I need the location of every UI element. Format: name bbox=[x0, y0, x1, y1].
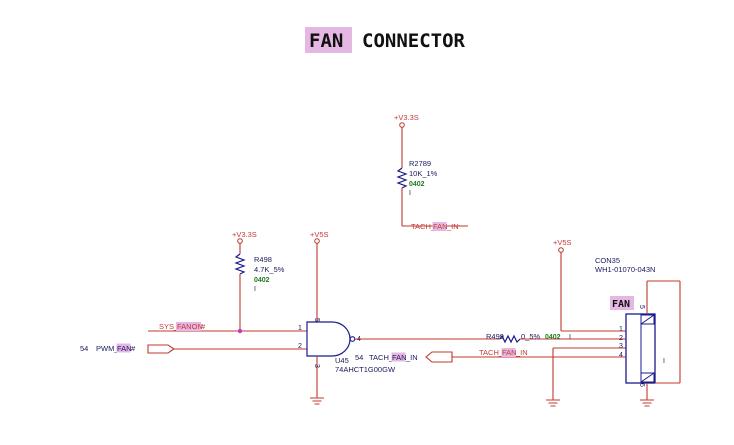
inverting-bubble bbox=[349, 336, 356, 342]
net-tach-top-a: TACH_ bbox=[411, 222, 436, 231]
r2789-package: 0402 bbox=[409, 181, 425, 188]
r498-package: 0402 bbox=[254, 277, 270, 284]
net-highlight bbox=[116, 343, 131, 353]
resistor-symbol bbox=[234, 253, 246, 275]
con35-pin4: 4 bbox=[619, 352, 623, 359]
r499-value: 0_5% bbox=[521, 332, 541, 341]
con35-label-highlight bbox=[610, 296, 634, 310]
con-ground-net bbox=[546, 347, 626, 407]
u45-pin3: 3 bbox=[313, 364, 320, 368]
tach-page-ref: 54 bbox=[355, 353, 363, 362]
power-terminal bbox=[314, 238, 320, 244]
net-pwm-c: # bbox=[131, 344, 136, 353]
con35-pin5: 5 bbox=[638, 305, 645, 309]
con35-pin6: 6 bbox=[638, 383, 645, 387]
u45-pin5: 5 bbox=[313, 318, 320, 322]
u45-ref: U45 bbox=[335, 356, 349, 365]
net-tach-mid-c: _IN bbox=[405, 353, 418, 362]
power-rail-label: +V3.3S bbox=[394, 113, 419, 122]
con35-pin1: 1 bbox=[619, 326, 623, 333]
net-tach-top-c: _IN bbox=[446, 222, 459, 231]
net-highlight bbox=[432, 222, 447, 231]
r498-value: 4.7K_5% bbox=[254, 265, 285, 274]
tach-fan-in-net: 54 TACH_ FAN _IN TACH_ FAN _IN bbox=[355, 348, 626, 363]
net-tach-mid-b: FAN bbox=[392, 353, 407, 362]
junction-dot bbox=[237, 328, 243, 334]
r499-group: R499 0_5% 0402 I bbox=[355, 332, 626, 344]
con35-ref: CON35 bbox=[595, 256, 620, 265]
con35-part: WH1-01070-043N bbox=[595, 265, 655, 274]
output-port-flag bbox=[425, 351, 453, 363]
net-tach-right-b: FAN bbox=[502, 348, 517, 357]
title-connector: CONNECTOR bbox=[362, 30, 466, 52]
nand-body bbox=[306, 321, 351, 357]
net-sys-c: # bbox=[201, 322, 206, 331]
title-fan: FAN bbox=[309, 30, 343, 52]
con-power-net: +V5S bbox=[553, 238, 626, 332]
net-highlight bbox=[176, 322, 201, 331]
power-terminal bbox=[237, 238, 243, 244]
net-highlight bbox=[501, 348, 516, 357]
r499-flag: I bbox=[569, 334, 571, 341]
r499-ref: R499 bbox=[486, 332, 504, 341]
net-tach-right-a: TACH_ bbox=[479, 348, 504, 357]
resistor-symbol bbox=[499, 334, 521, 344]
power-rail-label: +V5S bbox=[553, 238, 572, 247]
input-port-flag bbox=[147, 344, 175, 354]
net-tach-top-b: FAN bbox=[433, 222, 448, 231]
r498-group: +V3.3S R498 4.7K_5% 0402 I bbox=[232, 230, 285, 331]
latch-hatch bbox=[640, 314, 655, 325]
u45-nand-gate: +V5S 1 2 4 5 3 U45 74AHCT1G00GW bbox=[298, 230, 396, 405]
u45-pin2: 2 bbox=[298, 343, 302, 350]
power-terminal bbox=[558, 247, 564, 253]
net-pwm-b: FAN bbox=[117, 344, 132, 353]
ground-symbol bbox=[546, 399, 560, 407]
connector-body bbox=[625, 313, 656, 384]
net-tach-mid-a: TACH_ bbox=[369, 353, 394, 362]
con35-pin2: 2 bbox=[619, 335, 623, 342]
net-tach-right-c: _IN bbox=[515, 348, 528, 357]
schematic-title: FAN CONNECTOR bbox=[305, 27, 466, 53]
power-rail-label: +V5S bbox=[310, 230, 329, 239]
power-terminal bbox=[399, 122, 405, 128]
u45-pin1: 1 bbox=[298, 325, 302, 332]
ground-symbol bbox=[640, 399, 654, 407]
pwm-fan-net: 54 PWM_ FAN # bbox=[80, 343, 307, 354]
ground-symbol bbox=[310, 397, 324, 405]
r498-flag: I bbox=[254, 286, 256, 293]
r2789-value: 10K_1% bbox=[409, 169, 438, 178]
title-highlight bbox=[305, 27, 352, 53]
latch-hatch bbox=[640, 372, 655, 383]
pwm-page-ref: 54 bbox=[80, 344, 88, 353]
net-highlight bbox=[391, 352, 406, 362]
r2789-ref: R2789 bbox=[409, 159, 431, 168]
r2789-flag: I bbox=[409, 190, 411, 197]
con35-label: FAN bbox=[612, 299, 630, 310]
r498-ref: R498 bbox=[254, 255, 272, 264]
r2789-group: +V3.3S R2789 10K_1% 0402 I TACH_ FAN _IN bbox=[394, 113, 468, 231]
sys-fanon-net: SYS_ FANON # bbox=[148, 322, 307, 334]
power-rail-label: +V3.3S bbox=[232, 230, 257, 239]
con35-pin3: 3 bbox=[619, 343, 623, 350]
con35-connector: CON35 WH1-01070-043N FAN 1 2 3 4 5 6 I bbox=[595, 256, 681, 407]
r499-package: 0402 bbox=[545, 334, 561, 341]
net-pwm-a: PWM_ bbox=[96, 344, 119, 353]
net-sys-b: FANON bbox=[177, 322, 203, 331]
resistor-symbol bbox=[396, 167, 408, 189]
net-sys-a: SYS_ bbox=[159, 322, 179, 331]
con35-flag: I bbox=[663, 358, 665, 365]
u45-part: 74AHCT1G00GW bbox=[335, 365, 396, 374]
